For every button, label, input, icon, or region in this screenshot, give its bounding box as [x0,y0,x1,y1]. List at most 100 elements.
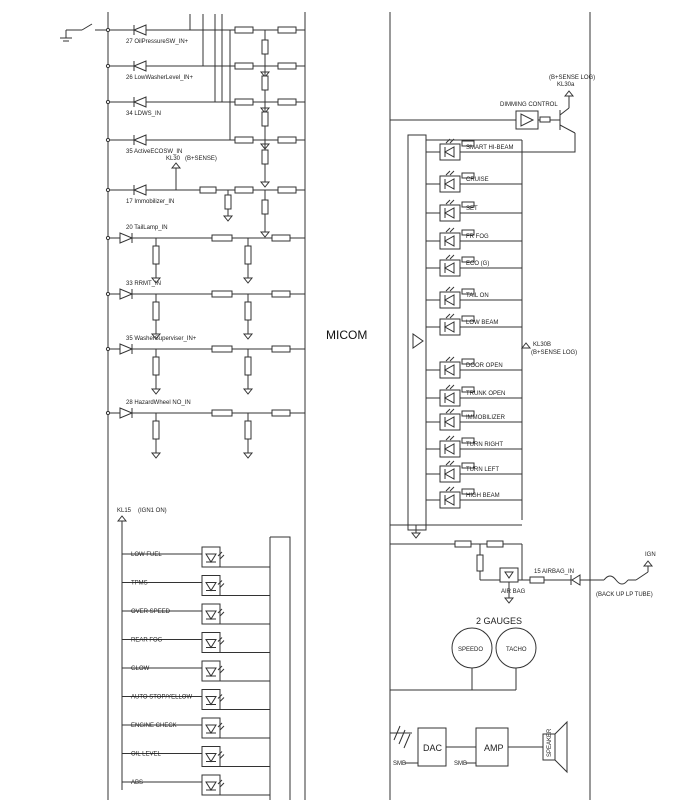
warning-lamp-label: OVER SPEED [131,609,171,615]
amp-label: AMP [484,743,504,753]
warning-lamp: GLOW [122,660,270,682]
warning-lamp-group: LOW FUEL TPMS OVER SPEED REAR FOG GLOW AUTO S… [122,546,270,796]
right-top-kl: KL30a [557,82,575,88]
kl30b-label: KL30B [533,342,551,348]
input-label: 27 OilPressureSW_IN+ [126,39,189,45]
indicator: LOW BEAM [426,313,522,336]
input-bus [189,14,231,140]
warning-lamp: OIL LEVEL [122,746,270,767]
indicator-label: FR FOG [466,234,489,240]
amp-box [475,727,509,767]
indicator: FR FOG [426,227,522,250]
input-row: 26 LowWasherLevel_IN+ [105,60,305,114]
indicator-label: IMMOBILIZER [466,415,506,421]
indicator-label: CRUISE [466,177,489,183]
indicator-label: TAIL ON [466,293,489,299]
warning-lamp: TPMS [122,575,270,596]
input-label: 20 TailLamp_IN [126,225,168,231]
warning-lamp-label: OIL LEVEL [131,752,161,758]
warning-lamp: ABS [122,774,270,796]
indicator-label: LOW BEAM [466,320,498,326]
warning-lamp-label: LOW FUEL [131,552,162,558]
indicator-label: SET [466,206,478,212]
kl30-left-supply: KL30 (B+SENSE) [166,156,217,190]
dac-label: DAC [423,743,443,753]
indicator: SMART HI-BEAM [426,138,522,161]
input-row: 17 Immobilizer_IN [105,184,305,238]
audio-chain: DAC AMP SPEAKER SMB SMB [390,720,568,774]
micom-label: MICOM [326,328,367,342]
top-switch [60,23,108,42]
driver-ic [407,134,427,531]
indicator: HIGH BEAM [426,486,522,509]
indicator-label: SMART HI-BEAM [466,145,513,151]
driver-ground [390,524,522,539]
warning-lamp-label: GLOW [131,666,150,672]
warning-lamp: AUTO STOP/YELLOW [122,689,270,710]
warning-lamp-label: REAR FOG [131,638,163,644]
warning-lamp-label: TPMS [131,581,148,587]
warning-lamp: ENGINE CHECK [122,717,270,739]
indicator-group: SMART HI-BEAM CRUISE SET FR FOG ECO (G) TAIL … [426,138,522,509]
warning-lamp-label: ENGINE CHECK [131,723,177,729]
input-row: 33 RRMT_IN [105,281,305,340]
input-row: 20 TailLamp_IN [105,225,305,284]
speaker-label: SPEAKER [547,728,553,757]
indicator: TRUNK OPEN [426,384,522,407]
lamp-driver-block [269,536,291,800]
indicator-label: TURN RIGHT [466,442,503,448]
input-row: 34 LDWS_IN [105,96,305,150]
input-label: 26 LowWasherLevel_IN+ [126,75,193,81]
warning-lamp: OVER SPEED [122,603,270,625]
kl30b-sub: (B+SENSE LOG) [531,350,577,356]
right-top-supply: (B+SENSE LOG) [549,75,595,81]
speedo-label: SPEEDO [458,647,483,653]
warning-lamp-label: ABS [131,780,143,786]
indicator: ECO (G) [426,254,522,277]
indicator: TAIL ON [426,286,522,309]
input-row: 35 WasherSuperviser_IN+ [105,336,305,395]
input-label: 33 RRMT_IN [126,281,161,287]
airbag-circuit: AIR BAG 15 AIRBAG_IN IGN (BACK UP LP TUB… [390,540,656,604]
indicator: CRUISE [426,170,522,193]
indicator-label: DOOR OPEN [466,363,503,369]
kl15-sub: (IGN1 ON) [138,508,167,514]
warning-lamp: LOW FUEL [122,546,270,568]
kl30-left-label: KL30 [166,156,181,162]
airbag-source-label: (BACK UP LP TUBE) [596,592,653,598]
sig-label-1: SMB [393,761,406,767]
indicator-label: HIGH BEAM [466,493,500,499]
input-row: 27 OilPressureSW_IN+ [105,24,305,78]
left-input-group: 27 OilPressureSW_IN+ 26 LowWasherLevel_IN… [105,24,305,459]
indicator: TURN RIGHT [426,435,522,458]
kl30-left-sub: (B+SENSE) [185,156,217,162]
input-row: 28 HazardWheel NO_IN [105,400,305,459]
indicator: TURN LEFT [426,460,522,483]
indicator: IMMOBILIZER [426,408,522,431]
input-label: 17 Immobilizer_IN [126,199,174,205]
sig-label-2: SMB [454,761,467,767]
tacho-label: TACHO [506,647,527,653]
speaker-cone [554,720,568,774]
kl15-supply: KL15 (IGN1 ON) [116,508,167,790]
kl30b-supply: KL30B (B+SENSE LOG) [520,342,577,356]
indicator: DOOR OPEN [426,356,522,379]
dimming-control-label: DIMMING CONTROL [500,102,558,108]
dimming-section: (B+SENSE LOG) KL30a DIMMING CONTROL [390,75,595,153]
indicator-label: ECO (G) [466,261,489,267]
input-row: 35 ActiveECOSW_IN [105,134,305,188]
input-label: 34 LDWS_IN [126,111,161,117]
warning-lamp-label: AUTO STOP/YELLOW [131,695,192,701]
gauges-title: 2 GAUGES [476,616,522,626]
warning-lamp: REAR FOG [122,632,270,653]
indicator: SET [426,199,522,222]
ign-label: IGN [645,552,656,558]
dac-box [417,727,447,767]
airbag-label: AIR BAG [501,589,526,595]
indicator-label: TURN LEFT [466,467,499,473]
kl15-label: KL15 [117,508,132,514]
input-label: 35 ActiveECOSW_IN [126,149,182,155]
indicator-label: TRUNK OPEN [466,391,505,397]
